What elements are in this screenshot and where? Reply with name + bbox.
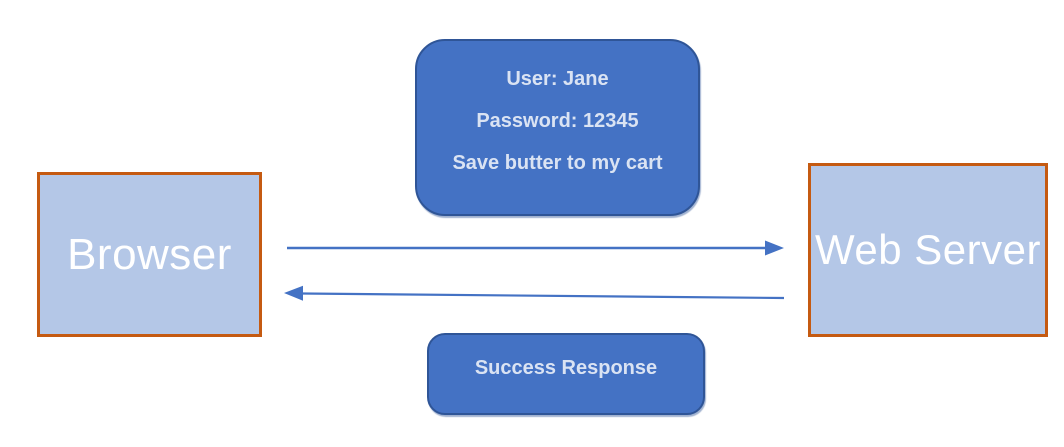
- browser-node-label: Browser: [67, 229, 232, 279]
- response-arrow: [284, 285, 785, 301]
- response-message-box: Success Response: [427, 333, 705, 415]
- request-arrow: [287, 240, 784, 256]
- response-message-label: Success Response: [474, 356, 658, 379]
- request-action-line: Save butter to my cart: [452, 152, 663, 174]
- web-server-node: Web Server: [808, 163, 1048, 337]
- request-message-box: User: Jane Password: 12345 Save butter t…: [415, 39, 700, 216]
- browser-node: Browser: [37, 172, 262, 337]
- web-server-node-label: Web Server: [815, 226, 1041, 273]
- request-user-line: User: Jane: [506, 68, 609, 90]
- request-password-line: Password: 12345: [476, 110, 639, 132]
